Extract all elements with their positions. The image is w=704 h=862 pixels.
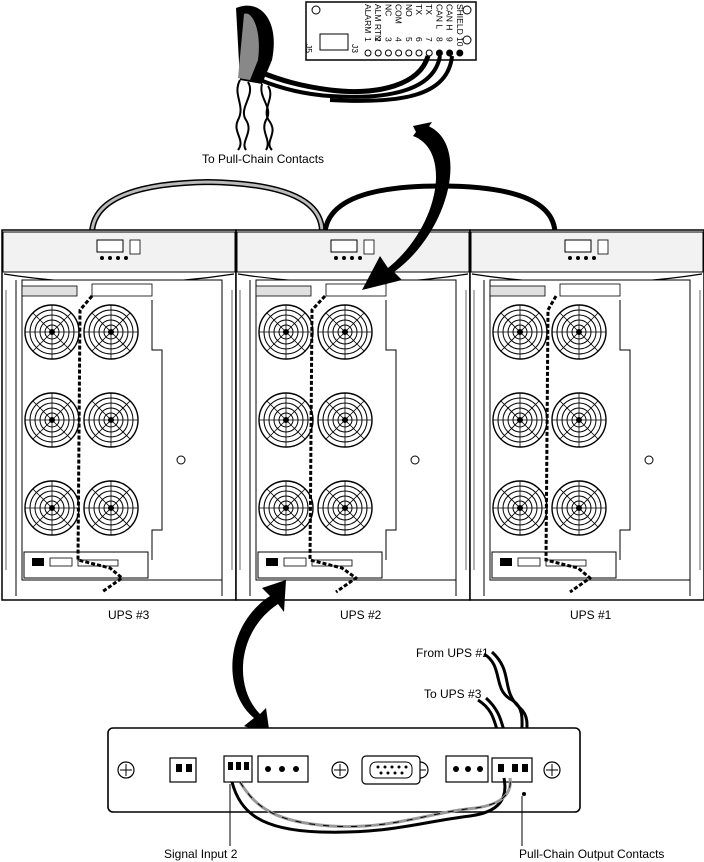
terminal-pin-name: NO xyxy=(404,4,414,17)
terminal-pin-name: COM xyxy=(394,4,404,24)
terminal-pin-number: 7 xyxy=(424,37,434,42)
internal-cable-ups3 xyxy=(76,295,125,594)
ups-cabinet-3 xyxy=(2,230,236,600)
terminal-pin xyxy=(405,49,413,57)
terminal-pin-number: 9 xyxy=(445,37,455,42)
internal-cable-ups1 xyxy=(544,295,593,594)
from-ups1-label: From UPS #1 xyxy=(416,646,489,660)
terminal-pin-name: ALM RTN xyxy=(373,4,383,41)
terminal-pin-number: 4 xyxy=(394,37,404,42)
terminal-pin xyxy=(425,49,433,57)
signal-loop-wire-black xyxy=(230,777,507,834)
terminal-pin xyxy=(415,49,423,57)
terminal-pin xyxy=(435,49,443,57)
terminal-pin-number: 6 xyxy=(414,37,424,42)
terminal-pin-name: TX xyxy=(424,4,434,15)
terminal-pin-number: 8 xyxy=(434,37,444,42)
terminal-pin xyxy=(456,49,464,57)
to-ups3-label: To UPS #3 xyxy=(424,687,482,701)
terminal-pin-number: 1 xyxy=(363,37,373,42)
terminal-pin-name: SHIELD xyxy=(455,4,465,35)
terminal-pin xyxy=(364,49,372,57)
terminal-pin-number: 5 xyxy=(404,37,414,42)
upper-curved-arrow xyxy=(362,124,451,290)
terminal-pin xyxy=(395,49,403,57)
terminal-pin xyxy=(374,49,382,57)
terminal-pin-name: ALARM xyxy=(363,4,373,33)
ups-2-label: UPS #2 xyxy=(340,608,382,622)
connector-label-j3: J3 xyxy=(350,44,360,53)
gray-loop-cable xyxy=(89,178,325,233)
terminal-pin-name: NC xyxy=(383,4,393,16)
terminal-pin xyxy=(446,49,454,57)
connector-label-j5: J5 xyxy=(304,44,314,53)
terminal-pin-number: 3 xyxy=(383,37,393,42)
ups-1-label: UPS #1 xyxy=(570,608,612,622)
terminal-pin-number: 2 xyxy=(373,37,383,42)
interface-panel xyxy=(107,727,581,813)
terminal-pin-number: 10 xyxy=(455,37,465,47)
pull-chain-cable xyxy=(259,55,431,95)
terminal-pin-name: CAN H xyxy=(445,4,455,30)
signal-input-label: Signal Input 2 xyxy=(164,847,238,861)
ups-cabinet-2 xyxy=(236,230,470,600)
internal-cable-ups2 xyxy=(308,294,359,594)
terminal-pin-name: TX xyxy=(414,4,424,15)
pull-chain-output-label: Pull-Chain Output Contacts xyxy=(519,847,664,861)
lower-curved-arrow xyxy=(232,580,286,736)
ups-cabinet-1 xyxy=(470,230,704,600)
terminal-pin xyxy=(384,49,392,57)
ups-3-label: UPS #3 xyxy=(108,608,150,622)
terminal-pin-name: CAN L xyxy=(434,4,444,29)
to-pull-chain-label: To Pull-Chain Contacts xyxy=(202,152,324,166)
